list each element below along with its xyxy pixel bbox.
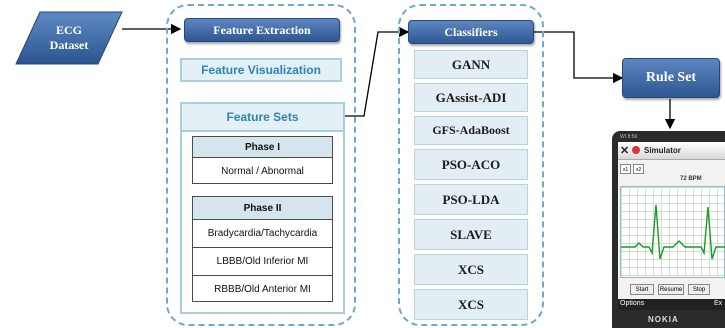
app-title-bar: ✕ Simulator (618, 142, 725, 160)
classifiers-header: Classifiers (408, 20, 534, 44)
zoom-x2-button[interactable]: x2 (633, 164, 644, 174)
phone-device: WI 8:56 ✕ Simulator x1 x2 72 BPM Start R… (612, 131, 725, 328)
zoom-x1-button[interactable]: x1 (620, 164, 631, 174)
parallelogram-shape (15, 11, 123, 65)
bpm-readout: 72 BPM (680, 176, 702, 182)
phone-brand-logo: NOKIA (648, 315, 679, 324)
heart-icon (632, 146, 640, 154)
phase2-table: Phase II Bradycardia/Tachycardia LBBB/Ol… (192, 196, 333, 302)
rule-set-box: Rule Set (622, 58, 720, 98)
feature-sets-title: Feature Sets (182, 104, 343, 132)
exit-softkey[interactable]: Ex (714, 300, 723, 307)
close-icon[interactable]: ✕ (620, 145, 630, 157)
dataset-label-line1: ECG (55, 23, 82, 37)
phase2-title: Phase II (193, 197, 332, 219)
phase2-row-1: Bradycardia/Tachycardia (193, 219, 332, 247)
feature-extraction-header: Feature Extraction (184, 18, 340, 42)
ecg-waveform (621, 204, 725, 260)
resume-button[interactable]: Resume (658, 284, 684, 295)
feature-sets-box: Feature Sets Phase I Normal / Abnormal P… (180, 102, 345, 314)
phase1-row-1: Normal / Abnormal (193, 157, 332, 184)
phase1-table: Phase I Normal / Abnormal (192, 136, 333, 184)
classifier-item: GFS-AdaBoost (414, 116, 528, 145)
app-title: Simulator (644, 146, 681, 155)
options-softkey[interactable]: Options (620, 300, 645, 307)
classifiers-panel (398, 4, 544, 326)
classifier-item: SLAVE (414, 219, 528, 250)
phone-screen: ✕ Simulator x1 x2 72 BPM Start Resume St… (618, 142, 725, 310)
phase2-row-3: RBBB/Old Anterior MI (193, 275, 332, 303)
classifier-item: PSO-LDA (414, 184, 528, 215)
ecg-grid (620, 186, 725, 278)
arrow-classifiers-to-ruleset (533, 31, 624, 84)
phone-status-bar: WI 8:56 (620, 134, 638, 140)
stop-button[interactable]: Stop (688, 284, 710, 295)
feature-extraction-panel (166, 4, 356, 326)
classifier-item: PSO-ACO (414, 149, 528, 180)
classifier-item: XCS (414, 289, 528, 320)
classifier-item: GAssist-ADI (414, 83, 528, 112)
dataset-label-line2: Dataset (49, 38, 89, 52)
classifier-item: GANN (414, 50, 528, 79)
phase2-row-2: LBBB/Old Inferior MI (193, 247, 332, 275)
classifier-item: XCS (414, 254, 528, 285)
ecg-dataset-node: ECG Dataset (14, 10, 124, 66)
start-button[interactable]: Start (630, 284, 654, 295)
feature-visualization-box: Feature Visualization (180, 58, 342, 82)
phase1-title: Phase I (193, 137, 332, 157)
softkey-bar: Options Ex (618, 299, 725, 310)
